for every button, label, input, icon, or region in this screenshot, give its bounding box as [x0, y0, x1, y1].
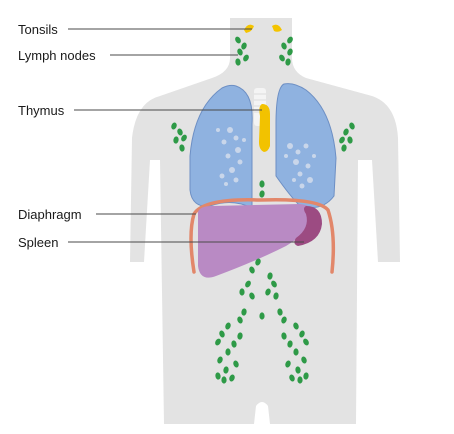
label-diaphragm: Diaphragm	[18, 207, 82, 222]
lymph-node	[277, 308, 283, 316]
lymph-node	[179, 144, 185, 152]
lymph-node	[255, 258, 261, 266]
lymph-node	[241, 308, 247, 316]
lymph-node	[173, 136, 179, 144]
lymph-node	[303, 338, 309, 346]
label-thymus: Thymus	[18, 103, 65, 118]
lymph-node	[259, 180, 265, 188]
lymph-node	[349, 122, 355, 130]
label-lymph-nodes: Lymph nodes	[18, 48, 96, 63]
lymph-node	[215, 372, 221, 380]
lymph-node	[243, 54, 249, 62]
bronchi	[216, 127, 316, 189]
lymph-node	[239, 288, 245, 296]
lymph-node	[221, 376, 227, 384]
lymph-node	[289, 374, 295, 382]
lymph-node	[265, 288, 271, 296]
lymph-node	[279, 54, 285, 62]
lymph-node	[215, 338, 221, 346]
lymph-node	[233, 360, 239, 368]
lymph-node	[237, 48, 243, 56]
lymph-node	[287, 36, 293, 44]
lymph-node	[259, 190, 265, 198]
lymph-node	[231, 340, 237, 348]
lymph-node	[301, 356, 307, 364]
lymph-node	[339, 136, 345, 144]
lymph-node	[281, 332, 287, 340]
lymph-node	[297, 376, 303, 384]
lymph-node	[285, 360, 291, 368]
lymph-node	[249, 266, 255, 274]
lymph-node	[235, 36, 241, 44]
lymph-nodes	[171, 36, 355, 384]
label-tonsils: Tonsils	[18, 22, 58, 37]
lymph-node	[281, 316, 287, 324]
thymus	[259, 104, 270, 152]
lymph-node	[225, 348, 231, 356]
lymph-node	[249, 292, 255, 300]
lymph-node	[343, 128, 349, 136]
spleen	[294, 206, 322, 246]
lymph-node	[295, 366, 301, 374]
diaphragm	[189, 197, 336, 274]
lymph-node	[281, 42, 287, 50]
groin-notch	[259, 406, 263, 424]
lymph-node	[225, 322, 231, 330]
lymph-node	[171, 122, 177, 130]
lymph-node	[287, 48, 293, 56]
label-spleen: Spleen	[18, 235, 58, 250]
lymph-node	[341, 144, 347, 152]
lymph-node	[237, 316, 243, 324]
lymph-node	[223, 366, 229, 374]
lymph-node	[229, 374, 235, 382]
lymph-node	[219, 330, 225, 338]
liver	[198, 204, 314, 278]
lymph-node	[287, 340, 293, 348]
lymph-node	[303, 372, 309, 380]
lymph-node	[293, 322, 299, 330]
lymph-node	[347, 136, 353, 144]
lymph-node	[181, 134, 187, 142]
lymph-node	[177, 128, 183, 136]
lymph-node	[273, 292, 279, 300]
lymph-node	[237, 332, 243, 340]
lymph-node	[245, 280, 251, 288]
lymph-node	[217, 356, 223, 364]
lymph-node	[293, 348, 299, 356]
lymph-node	[299, 330, 305, 338]
tonsil-right	[272, 24, 282, 32]
lymph-node	[235, 58, 241, 66]
left-lung	[189, 84, 253, 209]
lymph-node	[259, 312, 265, 320]
lymph-node	[241, 42, 247, 50]
lymph-node	[267, 272, 273, 280]
lymph-node	[285, 58, 291, 66]
lymph-node	[271, 280, 277, 288]
